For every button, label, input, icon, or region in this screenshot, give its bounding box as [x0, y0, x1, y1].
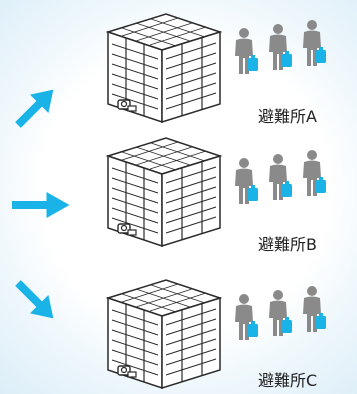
shelter-label-c: 避難所C [258, 371, 317, 390]
water-tank-icon [107, 279, 221, 389]
people-with-water-icon [235, 20, 326, 74]
arrow-icon [12, 192, 70, 218]
shelter-label-a: 避難所A [258, 107, 317, 126]
shelter-row-a: 避難所A [107, 13, 326, 126]
shelter-row-b: 避難所B [107, 137, 326, 254]
arrow-icon [8, 273, 63, 328]
water-tank-icon [107, 13, 221, 123]
shelter-label-b: 避難所B [258, 235, 317, 254]
shelter-row-c: 避難所C [107, 279, 326, 390]
arrow-icon [8, 80, 63, 135]
water-tank-icon [107, 137, 221, 247]
people-with-water-icon [235, 150, 326, 204]
people-with-water-icon [235, 286, 326, 340]
